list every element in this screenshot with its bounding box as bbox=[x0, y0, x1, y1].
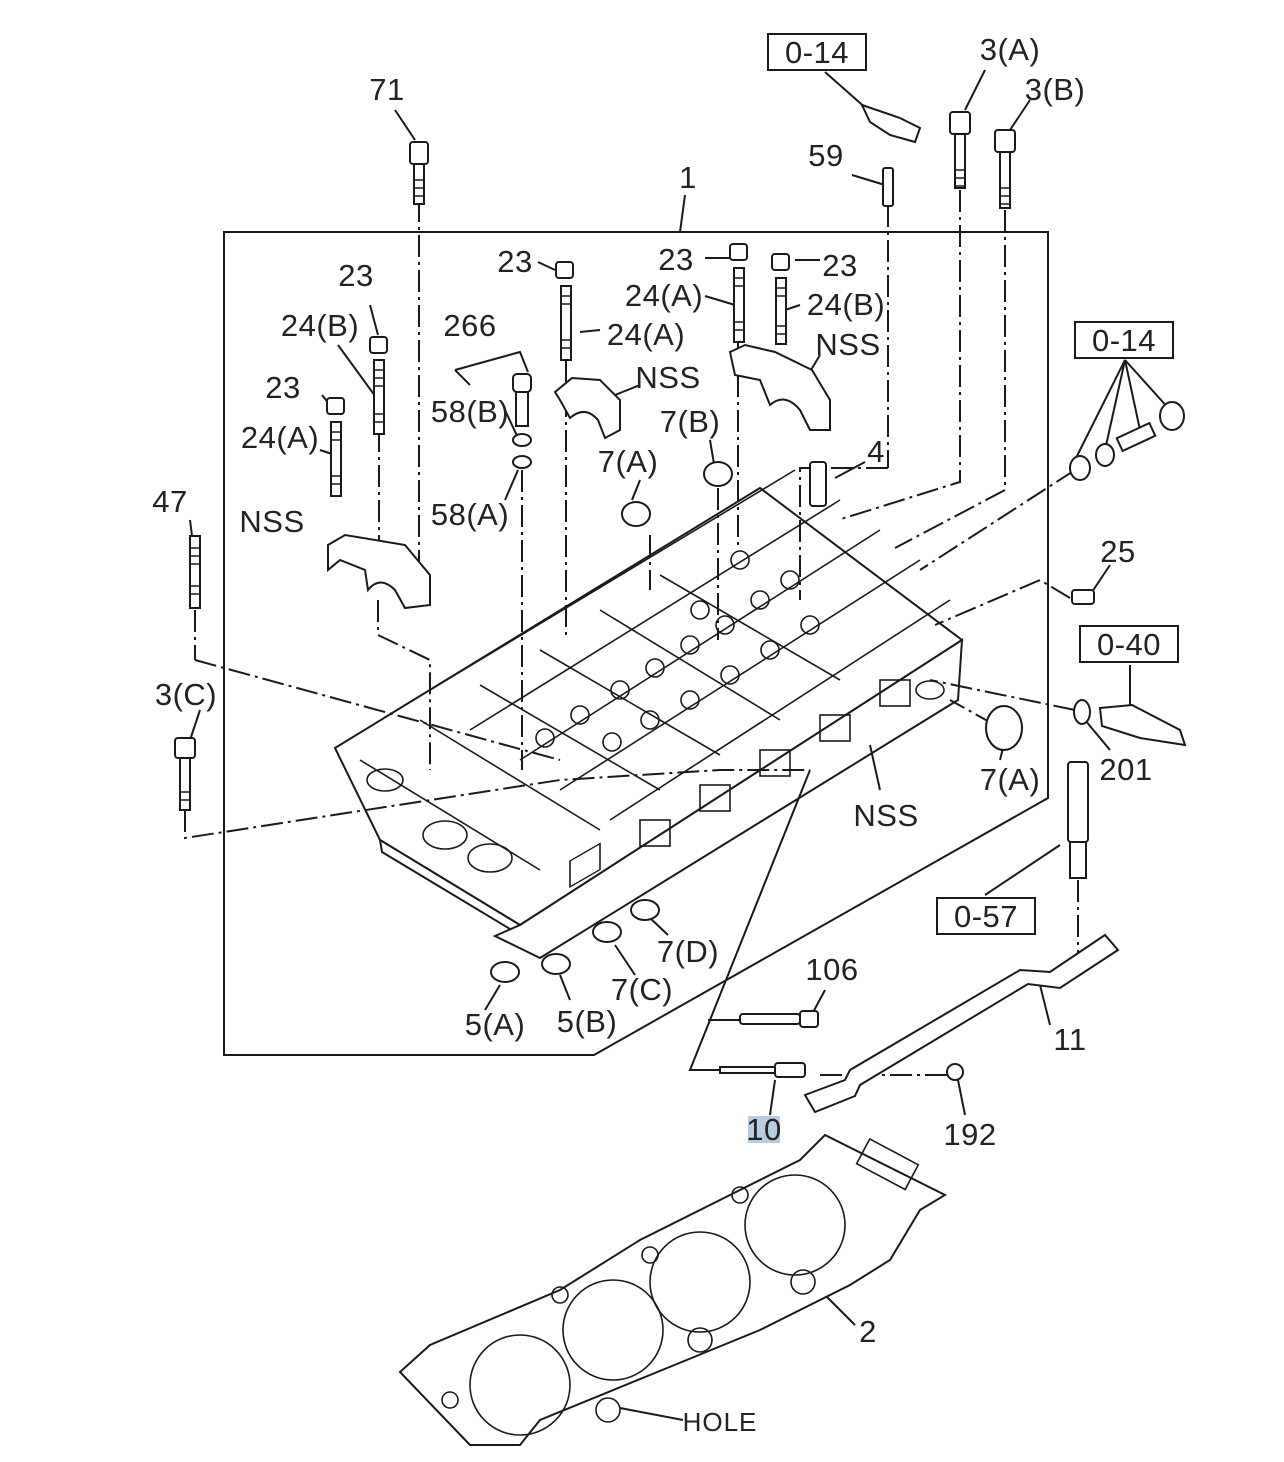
bolt-3a bbox=[949, 111, 971, 189]
bolt-25 bbox=[1071, 589, 1095, 605]
seal-7a-right bbox=[985, 705, 1023, 751]
callout-266: 266 bbox=[443, 308, 496, 343]
callout-nss-mid: NSS bbox=[635, 360, 700, 395]
callout-24a-mid: 24(A) bbox=[607, 317, 685, 352]
glow-plug-10 bbox=[719, 1062, 806, 1078]
ref-box-0-14-right: 0-14 bbox=[1074, 321, 1174, 359]
callout-106: 106 bbox=[805, 952, 858, 987]
callout-7a-top: 7(A) bbox=[598, 444, 659, 479]
callout-7b: 7(B) bbox=[660, 404, 721, 439]
head-gasket bbox=[398, 1133, 948, 1446]
svg-text:0-14: 0-14 bbox=[1092, 323, 1156, 358]
callout-3b: 3(B) bbox=[1025, 72, 1086, 107]
callout-10: 10 bbox=[746, 1112, 781, 1147]
callout-201: 201 bbox=[1099, 752, 1152, 787]
stud-nut-group-mid bbox=[555, 261, 574, 361]
callout-23-mid: 23 bbox=[497, 244, 532, 279]
bolt-3b bbox=[994, 129, 1016, 209]
callout-3c: 3(C) bbox=[155, 677, 217, 712]
callout-nss-lower: NSS bbox=[853, 798, 918, 833]
callout-71: 71 bbox=[369, 72, 404, 107]
callout-25: 25 bbox=[1100, 534, 1135, 569]
ref-box-0-57: 0-57 bbox=[936, 897, 1036, 935]
bolt-71 bbox=[409, 141, 429, 205]
callout-10-highlight bbox=[748, 1116, 780, 1143]
seal-5b bbox=[541, 953, 571, 975]
callout-2: 2 bbox=[859, 1314, 877, 1349]
svg-text:0-40: 0-40 bbox=[1097, 627, 1161, 662]
svg-text:0-14: 0-14 bbox=[785, 35, 849, 70]
seal-5a bbox=[490, 961, 520, 983]
glow-plug-106 bbox=[739, 1010, 819, 1028]
callout-24b-left: 24(B) bbox=[281, 308, 359, 343]
callout-7d: 7(D) bbox=[657, 934, 719, 969]
callout-labels: 1 2 3(A) 3(B) 3(C) 4 5(A) 5(B) 7(A) 7(B)… bbox=[152, 32, 1152, 1437]
bolt-3c bbox=[174, 737, 196, 811]
callout-58b: 58(B) bbox=[431, 394, 509, 429]
callout-7a-right: 7(A) bbox=[980, 762, 1041, 797]
seal-7a-top bbox=[621, 501, 651, 527]
callout-23-top: 23 bbox=[658, 242, 693, 277]
callout-58a: 58(A) bbox=[431, 497, 509, 532]
stud-47 bbox=[189, 535, 201, 609]
callout-nss-right: NSS bbox=[815, 327, 880, 362]
callout-hole: HOLE bbox=[683, 1407, 758, 1437]
callout-24a-left: 24(A) bbox=[241, 420, 319, 455]
callout-59: 59 bbox=[808, 138, 843, 173]
assembly-frame bbox=[223, 231, 1049, 1056]
callout-23-right: 23 bbox=[822, 248, 857, 283]
sensor-0-40 bbox=[1073, 699, 1187, 747]
bearing-cap-right bbox=[728, 343, 831, 431]
callout-7c: 7(C) bbox=[611, 972, 673, 1007]
seal-7d bbox=[630, 899, 660, 921]
callout-5b: 5(B) bbox=[557, 1004, 618, 1039]
callout-5a: 5(A) bbox=[465, 1007, 526, 1042]
callout-24a-top: 24(A) bbox=[625, 278, 703, 313]
svg-text:0-57: 0-57 bbox=[954, 899, 1018, 934]
callout-23-left-upper: 23 bbox=[338, 258, 373, 293]
ref-box-0-40: 0-40 bbox=[1079, 625, 1179, 663]
callout-24b-right: 24(B) bbox=[807, 287, 885, 322]
nut-192 bbox=[946, 1063, 964, 1081]
stud-nut-group-right bbox=[729, 243, 790, 345]
bracket-top bbox=[860, 103, 922, 144]
assembly-leader-lines bbox=[184, 190, 1079, 1076]
seal-7c bbox=[592, 921, 622, 943]
callout-23-left-lower: 23 bbox=[265, 370, 300, 405]
dowel-59 bbox=[882, 167, 894, 207]
bolt-0-57 bbox=[1067, 761, 1089, 879]
stud-nut-group-left bbox=[326, 336, 388, 497]
callout-3a: 3(A) bbox=[980, 32, 1041, 67]
callout-1: 1 bbox=[679, 160, 697, 195]
callout-47: 47 bbox=[152, 484, 187, 519]
bus-bar-11 bbox=[803, 933, 1120, 1114]
callout-nss-left: NSS bbox=[239, 504, 304, 539]
callout-192: 192 bbox=[943, 1117, 996, 1152]
seal-7b bbox=[703, 461, 733, 487]
ref-box-0-14-top: 0-14 bbox=[767, 33, 867, 71]
sleeve-4 bbox=[809, 461, 827, 507]
injector-parts-right bbox=[1069, 401, 1185, 481]
cylinder-head-body bbox=[333, 469, 964, 960]
plug-266 bbox=[512, 373, 532, 469]
callout-4: 4 bbox=[867, 434, 885, 469]
callout-11: 11 bbox=[1053, 1022, 1086, 1057]
bearing-cap-left bbox=[327, 533, 431, 610]
bearing-cap-mid bbox=[553, 376, 621, 440]
